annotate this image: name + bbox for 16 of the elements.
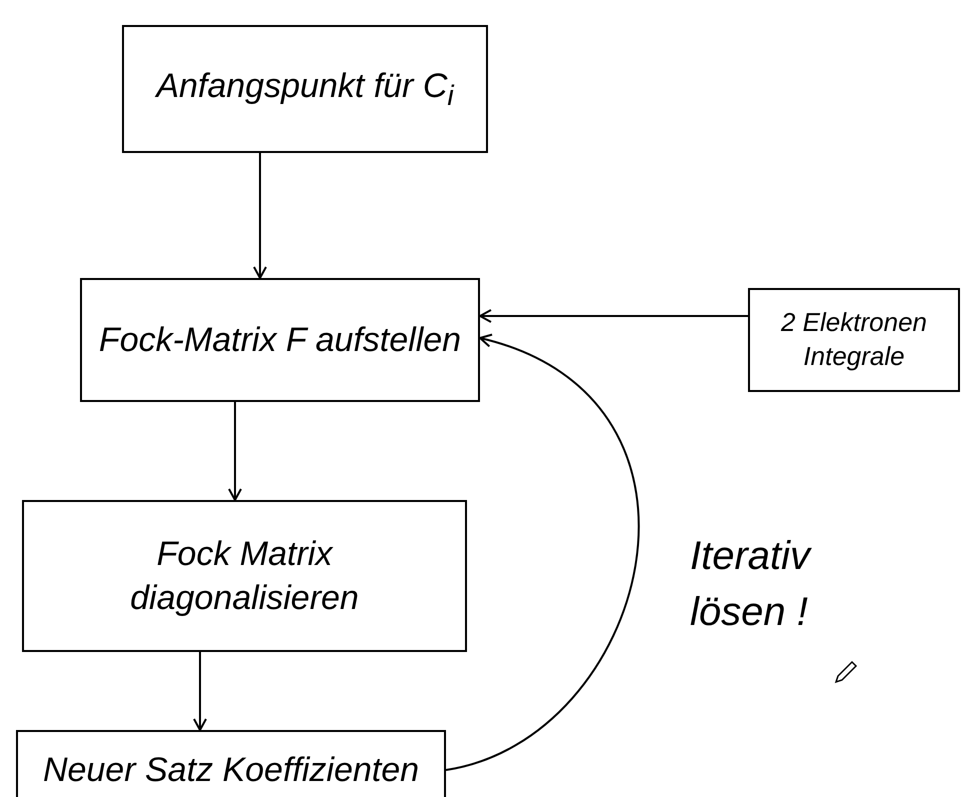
arrow [479, 309, 748, 323]
process-box [748, 288, 960, 392]
process-box [122, 25, 488, 153]
arrow [446, 335, 640, 771]
box-text: 2 Elektronen Integrale [780, 306, 928, 373]
process-box [80, 278, 480, 402]
note-text: Iterativ lösen ! [690, 533, 813, 636]
arrow [193, 652, 207, 731]
process-box [16, 730, 446, 797]
arrow [253, 153, 267, 279]
process-box [22, 500, 467, 652]
box-text: Fock-Matrix F aufstellen [98, 320, 462, 361]
box-text: Anfangspunkt für C$_{i}$ [156, 66, 454, 114]
box-text: Neuer Satz Koeffizienten [42, 750, 420, 791]
arrow [228, 402, 242, 501]
box-text: Fock Matrix diagonalisieren [129, 534, 360, 619]
